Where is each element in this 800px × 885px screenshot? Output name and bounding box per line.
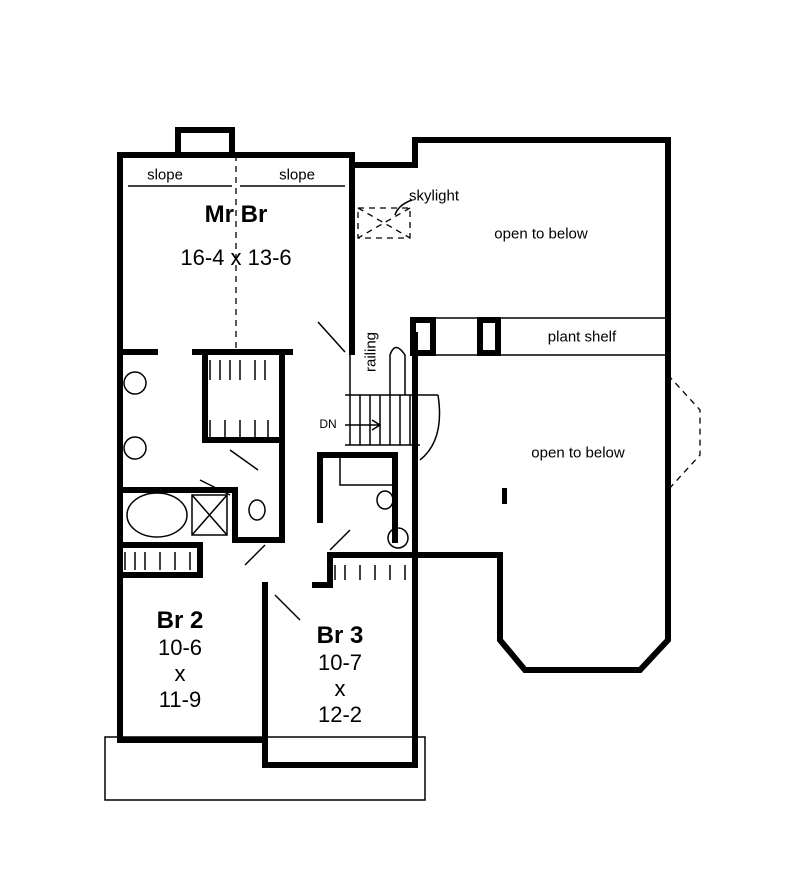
room-br2: Br 2 10-6 x 11-9 — [157, 607, 204, 713]
slope-label-right: slope — [279, 166, 315, 184]
hall-bathtub — [339, 454, 396, 486]
plant-shelf-label: plant shelf — [547, 328, 617, 346]
room-name-br3: Br 3 — [316, 622, 364, 649]
room-x-br2: x — [174, 661, 186, 686]
room-height-br3: 12-2 — [317, 702, 363, 727]
stairs — [345, 346, 441, 461]
skylight — [357, 207, 411, 239]
bathtub — [126, 492, 188, 538]
shower — [191, 494, 228, 536]
skylight-label: skylight — [408, 187, 460, 205]
slope-label-left: slope — [147, 166, 183, 184]
room-x-br3: x — [334, 676, 346, 701]
open-to-below-lower: open to below — [531, 444, 625, 462]
room-name-br2: Br 2 — [156, 607, 204, 634]
open-to-below-upper: open to below — [494, 225, 588, 243]
room-height-br2: 11-9 — [158, 687, 202, 712]
stairs-down-label: DN — [319, 417, 337, 431]
exterior-walls — [117, 137, 671, 768]
room-br3: Br 3 10-7 x 12-2 — [317, 622, 364, 728]
chimney — [175, 127, 235, 158]
room-width-br2: 10-6 — [157, 635, 203, 660]
room-size-master: 16-4 x 13-6 — [180, 245, 292, 270]
room-width-br3: 10-7 — [317, 650, 363, 675]
room-name-master: Mr Br — [204, 201, 268, 228]
railing-label: railing — [362, 331, 380, 373]
